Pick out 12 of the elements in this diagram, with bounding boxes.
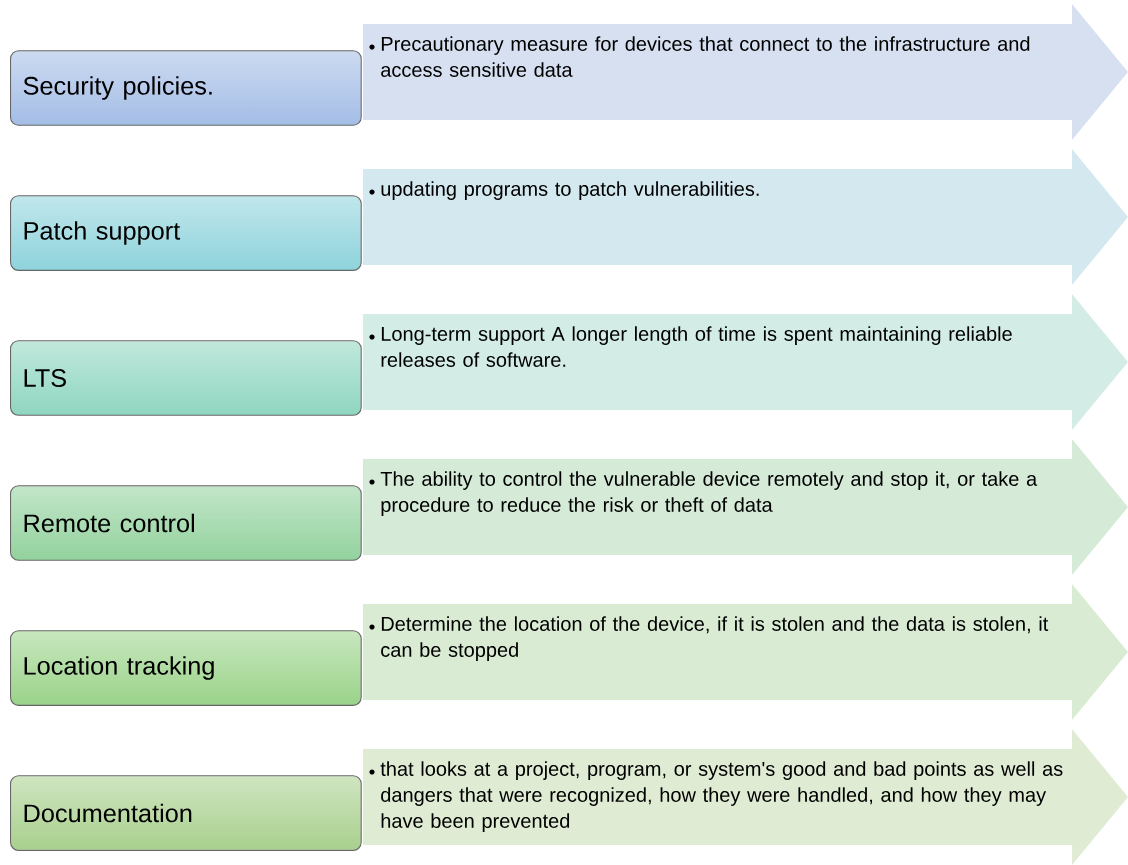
arrow-band: Determine the location of the device, if it is stolen and the data is stolen, it can be stopped — [363, 584, 1128, 720]
label-box: Patch support — [10, 195, 362, 271]
arrow-band: that looks at a project, program, or system's good and bad points as well as dangers that were recognized, how they were handled, and how they may have been prevented — [363, 729, 1128, 865]
arrow-band: Long-term support A longer length of time is spent maintaining reliable releases of software. — [363, 294, 1128, 430]
label-box: LTS — [10, 340, 362, 416]
label-box: Security policies. — [10, 50, 362, 126]
label-box: Documentation — [10, 775, 362, 851]
label-box: Location tracking — [10, 630, 362, 706]
arrow-band: Precautionary measure for devices that connect to the infrastructure and access sensitive data — [363, 4, 1128, 140]
label-box: Remote control — [10, 485, 362, 561]
arrow-band: The ability to control the vulnerable device remotely and stop it, or take a procedure to reduce the risk or theft of data — [363, 439, 1128, 575]
arrow-band: updating programs to patch vulnerabilities. — [363, 149, 1128, 285]
